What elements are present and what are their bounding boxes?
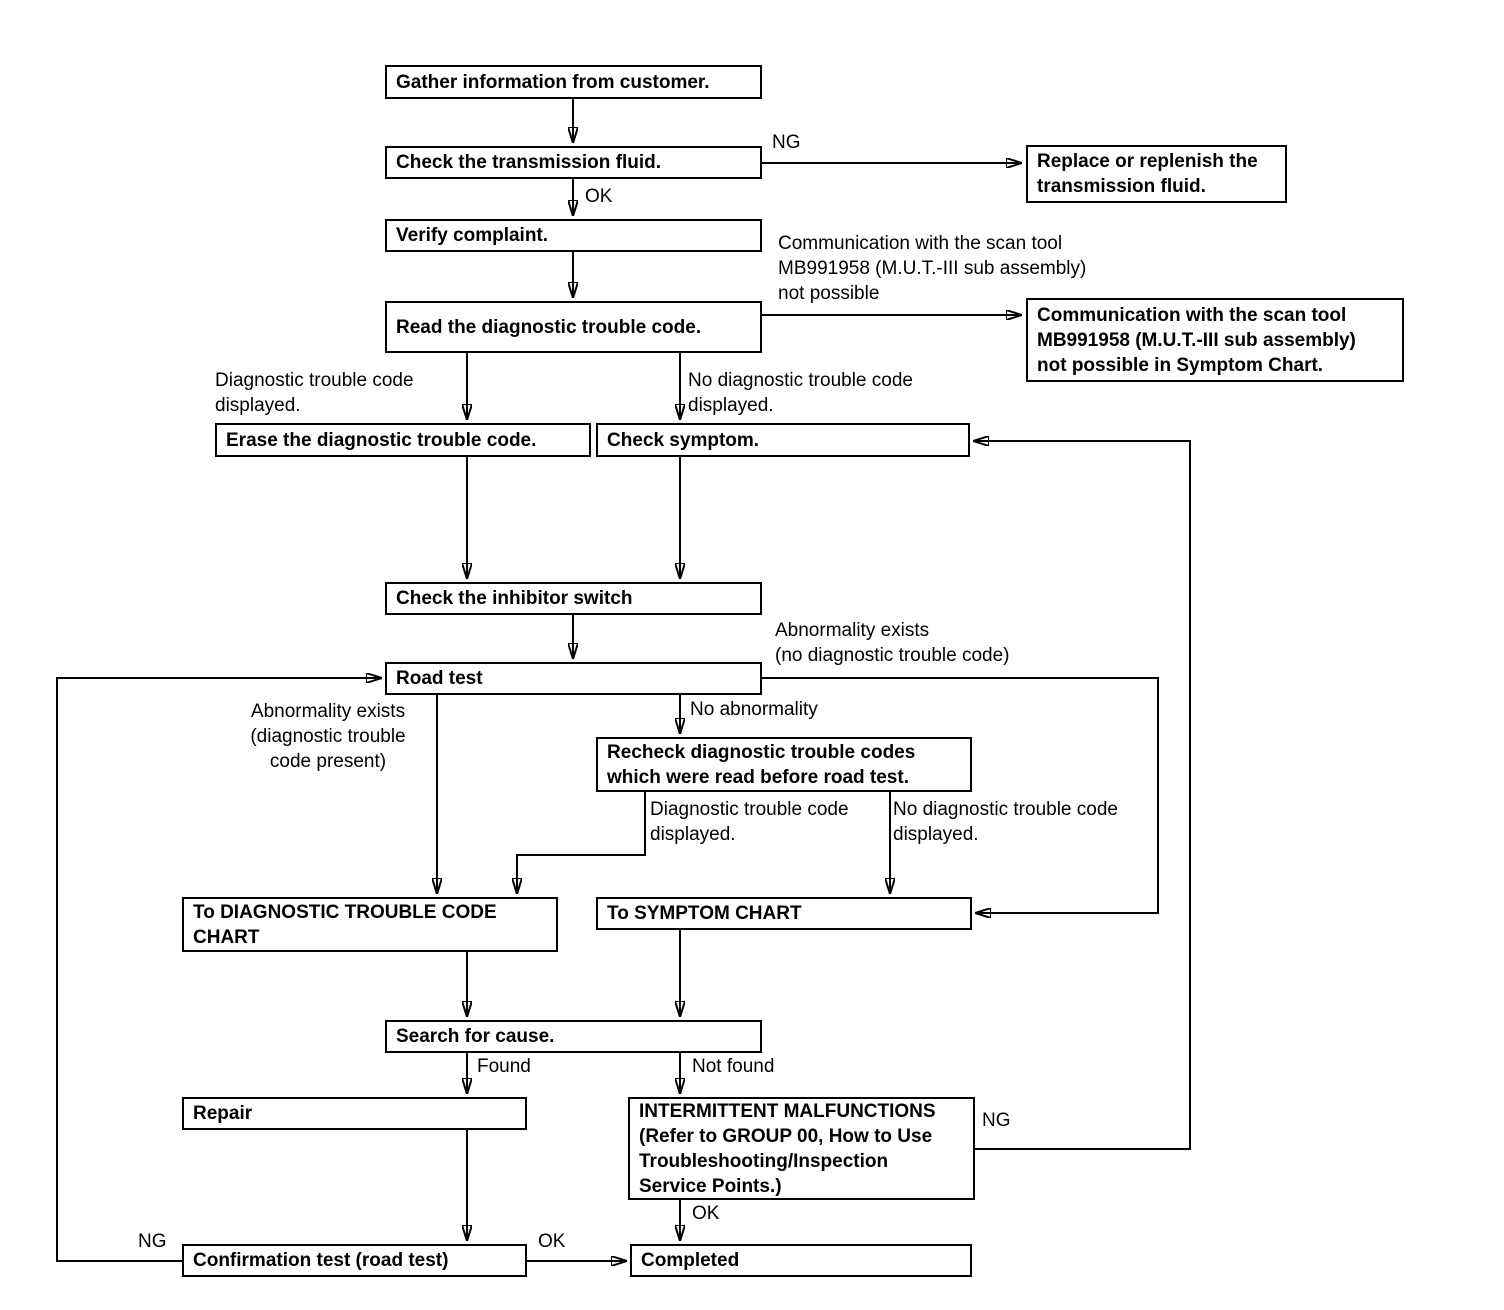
label-dtc-displayed: Diagnostic trouble code displayed. [215, 370, 414, 416]
label-abnormality-dtc-present: Abnormality exists (diagnostic trouble c… [250, 701, 406, 772]
label-dtc-displayed-after-road-test: Diagnostic trouble code displayed. [650, 799, 849, 845]
flow-node-comm-symptom-chart: Communication with the scan tool MB99195… [1026, 298, 1404, 382]
flow-node-verify-complaint: Verify complaint. [385, 219, 762, 252]
label-communication-not-possible: Communication with the scan tool MB99195… [778, 233, 1087, 304]
label-ng-confirmation: NG [138, 1231, 167, 1252]
flow-node-road-test: Road test [385, 662, 762, 695]
edge-recheck-to-dtc-chart [517, 792, 646, 893]
flow-node-recheck-dtc: Recheck diagnostic trouble codes which w… [596, 737, 972, 792]
flow-node-gather-information: Gather information from customer. [385, 65, 762, 99]
label-ng-transmission-fluid: NG [772, 132, 801, 153]
label-found: Found [477, 1056, 531, 1077]
flow-node-search-for-cause: Search for cause. [385, 1020, 762, 1053]
label-abnormality-no-dtc: Abnormality exists (no diagnostic troubl… [775, 620, 1010, 666]
flow-node-replace-fluid: Replace or replenish the transmission fl… [1026, 145, 1287, 203]
flow-node-read-dtc: Read the diagnostic trouble code. [385, 301, 762, 353]
edge-intermittent-ng-to-check-symptom [974, 441, 1191, 1150]
flow-node-erase-dtc: Erase the diagnostic trouble code. [215, 423, 591, 457]
flow-node-intermittent-malfunctions: INTERMITTENT MALFUNCTIONS (Refer to GROU… [628, 1097, 975, 1200]
label-no-dtc-displayed: No diagnostic trouble code displayed. [688, 370, 913, 416]
label-no-abnormality: No abnormality [690, 699, 818, 720]
flow-node-symptom-chart: To SYMPTOM CHART [596, 897, 972, 930]
flow-node-check-symptom: Check symptom. [596, 423, 970, 457]
edge-confirmation-ng-to-road-test [56, 678, 381, 1262]
label-ok-transmission-fluid: OK [585, 186, 613, 207]
flow-node-confirmation-test: Confirmation test (road test) [182, 1244, 527, 1277]
flow-node-check-inhibitor: Check the inhibitor switch [385, 582, 762, 615]
flow-node-check-fluid: Check the transmission fluid. [385, 146, 762, 179]
flow-node-completed: Completed [630, 1244, 972, 1277]
flow-node-dtc-chart: To DIAGNOSTIC TROUBLE CODE CHART [182, 897, 558, 952]
label-ok-intermittent: OK [692, 1203, 720, 1224]
label-ok-confirmation: OK [538, 1231, 566, 1252]
edge-road-test-abnormality-to-symptom-chart [762, 677, 1159, 913]
flow-node-repair: Repair [182, 1097, 527, 1130]
label-no-dtc-displayed-after-road-test: No diagnostic trouble code displayed. [893, 799, 1118, 845]
label-not-found: Not found [692, 1056, 775, 1077]
label-ng-intermittent: NG [982, 1110, 1011, 1131]
